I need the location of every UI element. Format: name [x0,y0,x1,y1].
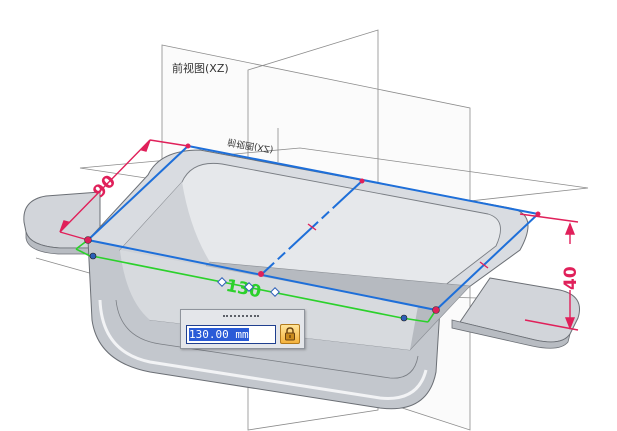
dimension-value-text: 130.00 mm [189,328,249,341]
sketch-point-corner[interactable] [432,306,440,314]
height-dimension-label[interactable]: 40 [561,266,581,290]
lock-icon [285,327,295,341]
sketch-points[interactable] [84,143,541,322]
midpoint-marker[interactable] [359,178,365,184]
lock-dimension-button[interactable] [280,324,300,344]
midpoint-marker[interactable] [185,143,191,149]
sketch-point-green[interactable] [400,314,408,322]
dimension-value-editor[interactable]: 130.00 mm [180,309,305,349]
dimension-handle[interactable] [270,287,280,297]
sketch-point-corner[interactable] [84,236,92,244]
sketch-point-green[interactable] [89,252,97,260]
midpoint-marker[interactable] [535,211,541,217]
midpoint-marker[interactable] [258,271,264,277]
height-dimension[interactable] [519,213,579,331]
dimension-value-input[interactable]: 130.00 mm [186,325,276,344]
width-dimension[interactable] [59,139,189,241]
drag-grip[interactable] [223,315,259,319]
tray-inner-cavity [119,162,501,307]
dimension-handle[interactable] [217,277,227,287]
dimension-handle[interactable] [244,282,254,292]
front-plane-label: 前视图(XZ) [172,61,229,75]
